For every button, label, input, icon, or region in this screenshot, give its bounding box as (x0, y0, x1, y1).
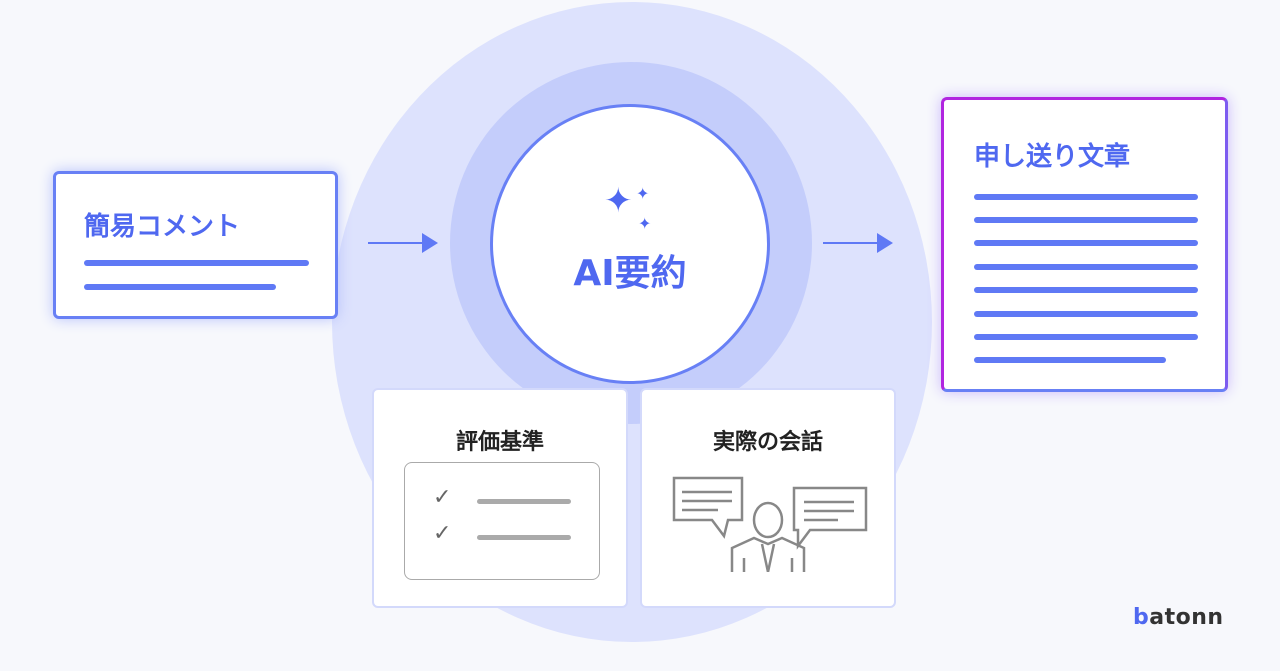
center-title: AI要約 (573, 253, 687, 294)
input-title: 簡易コメント (84, 212, 241, 242)
arrow-right-icon (823, 233, 893, 253)
text-line (974, 287, 1198, 293)
text-line (84, 284, 276, 290)
text-line (84, 260, 309, 266)
output-card: 申し送り文章 (941, 97, 1228, 392)
sparkles-icon: ✦✦✦ (604, 181, 652, 233)
conversation-icon (672, 476, 868, 572)
center-circle (490, 104, 770, 384)
text-line (974, 194, 1198, 200)
conversation-title: 実際の会話 (712, 430, 823, 455)
output-title: 申し送り文章 (974, 142, 1131, 172)
text-line (974, 334, 1198, 340)
text-line (974, 264, 1198, 270)
text-line (974, 311, 1198, 317)
checklist-icon: ✓ ✓ (404, 462, 600, 580)
text-line (974, 217, 1198, 223)
criteria-card: 評価基準 ✓ ✓ (372, 388, 628, 608)
text-line (974, 357, 1166, 363)
arrow-right-icon (368, 233, 438, 253)
text-line (974, 240, 1198, 246)
batonn-logo: batonn (1133, 605, 1224, 630)
conversation-card: 実際の会話 (640, 388, 896, 608)
input-card: 簡易コメント (53, 171, 338, 319)
criteria-title: 評価基準 (455, 430, 544, 455)
